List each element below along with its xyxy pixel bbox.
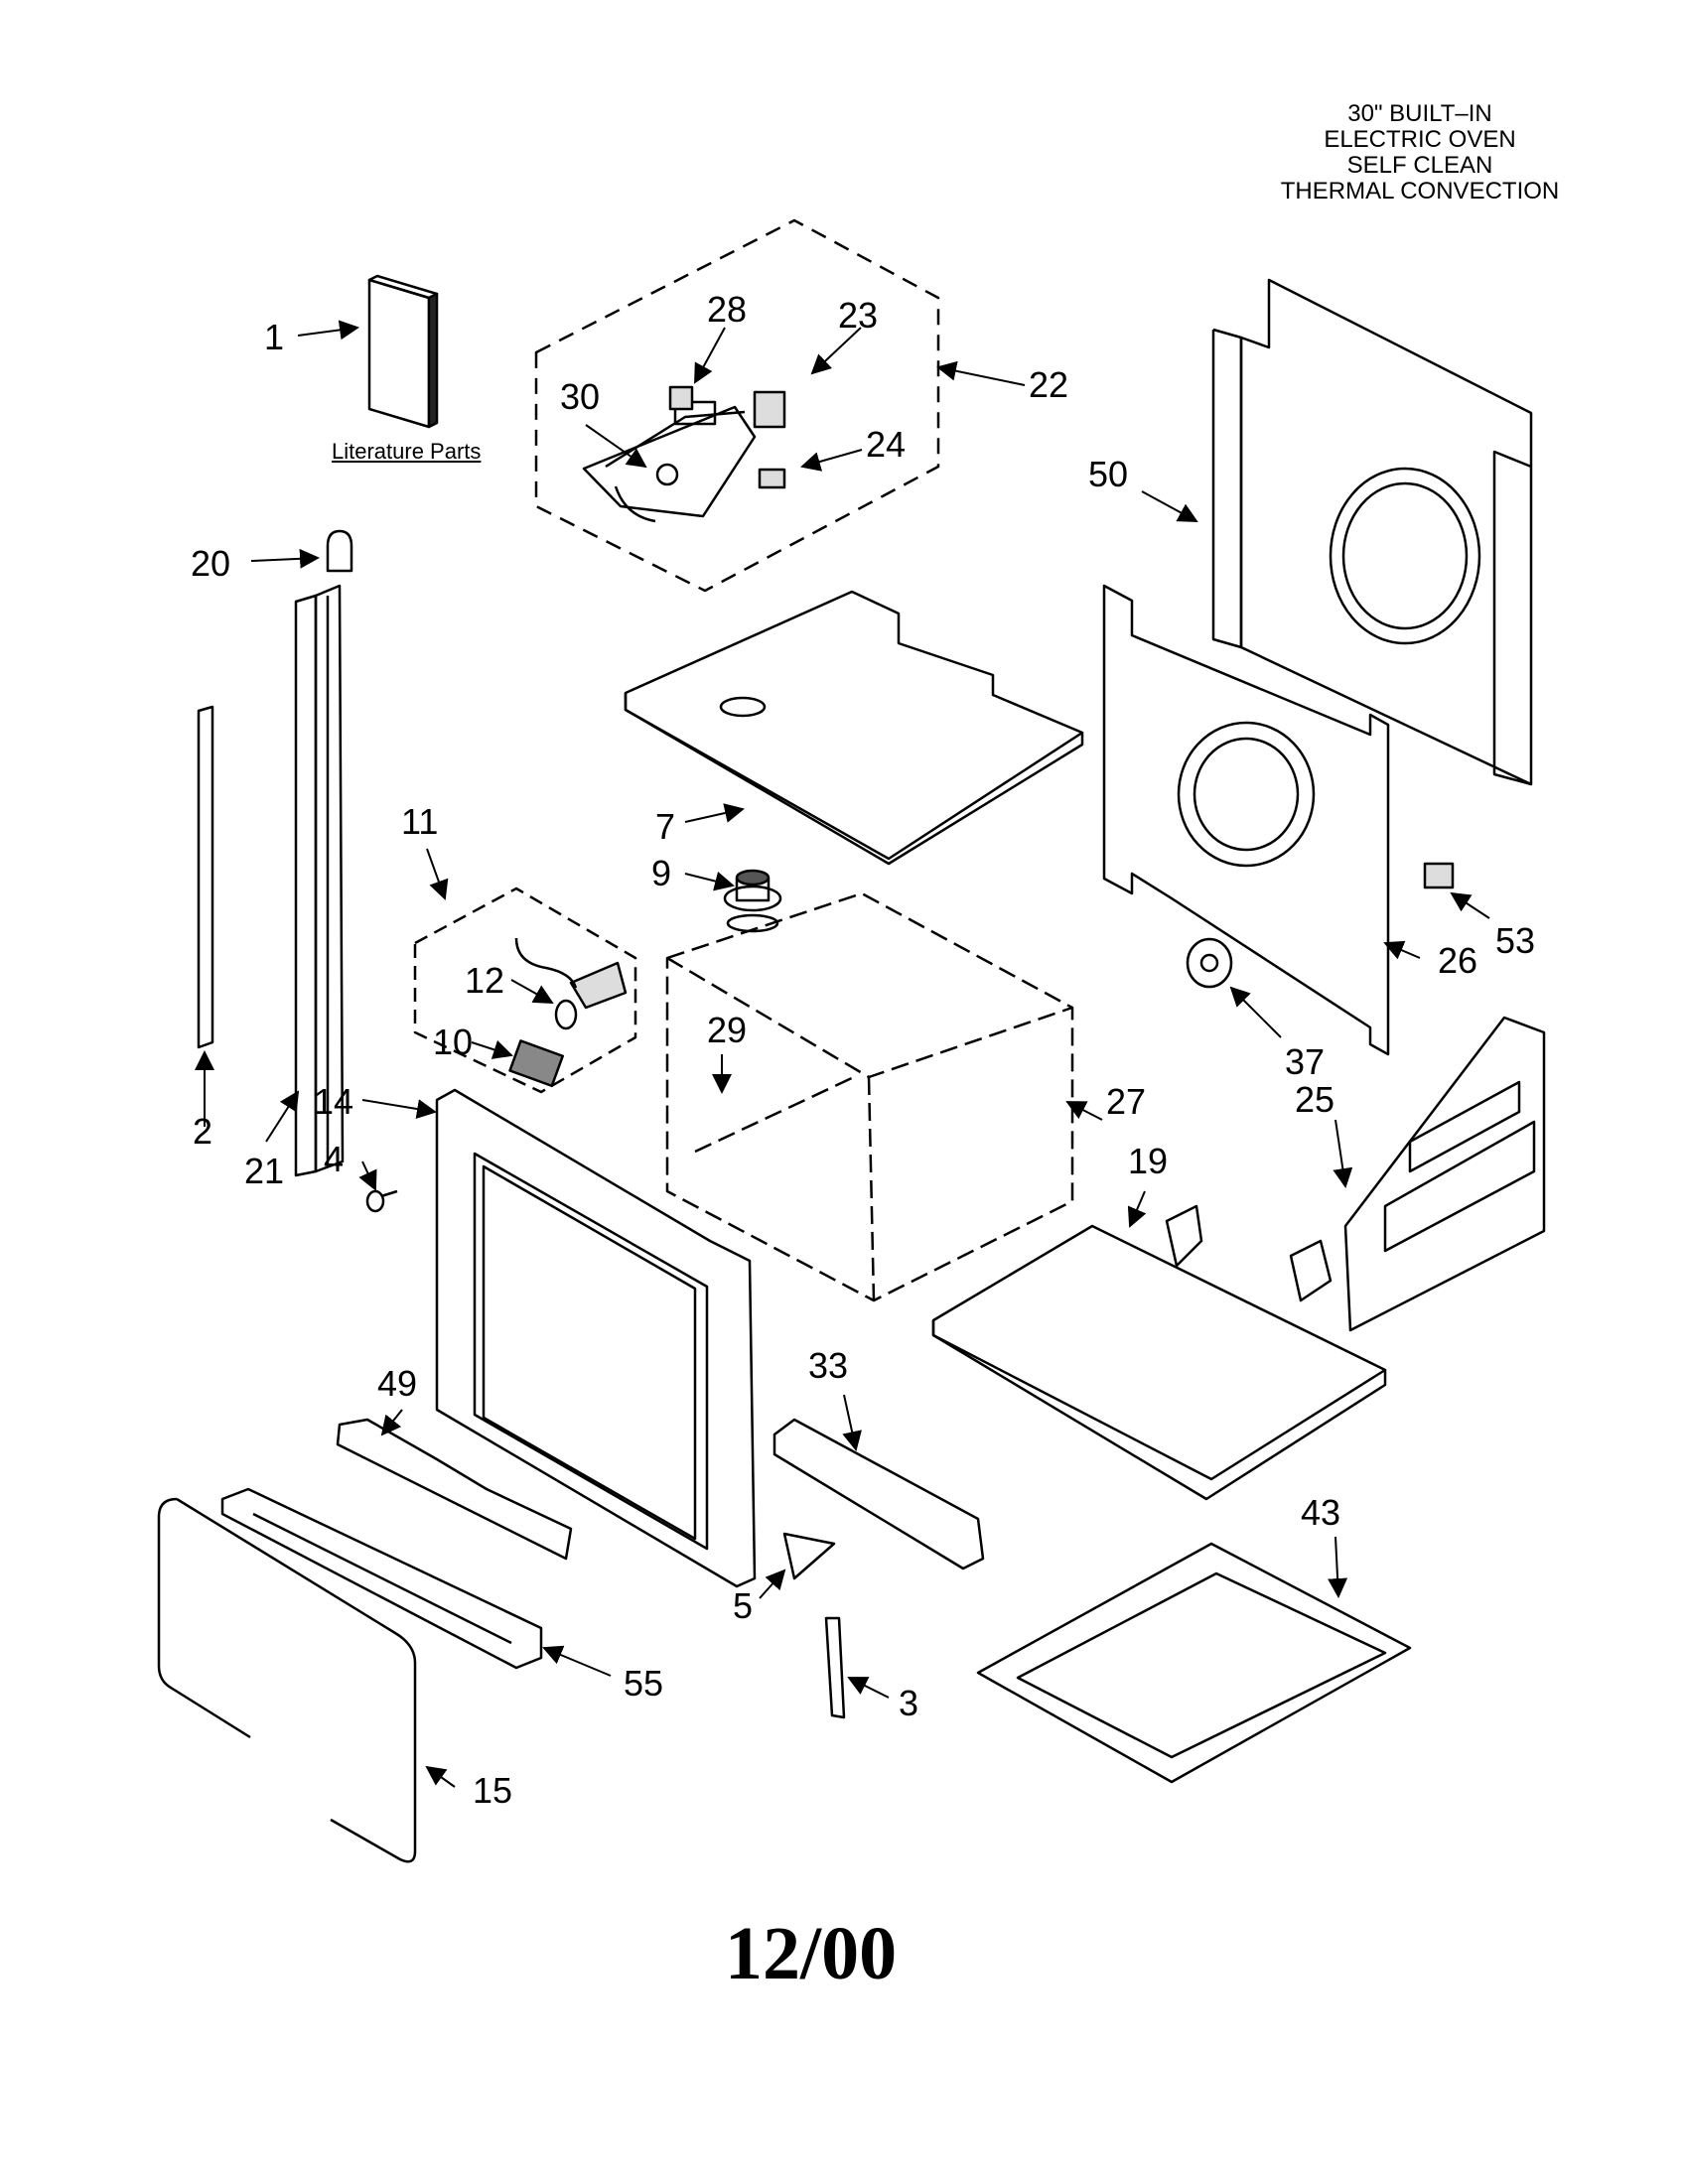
callout-4: 4 bbox=[324, 1139, 345, 1179]
callout-27: 27 bbox=[1106, 1081, 1147, 1122]
callout-12: 12 bbox=[465, 960, 505, 1001]
callout-7: 7 bbox=[655, 806, 676, 847]
callout-15: 15 bbox=[473, 1770, 513, 1811]
support-rail bbox=[772, 1418, 985, 1570]
convection-fan-motor bbox=[723, 869, 782, 933]
callout-10: 10 bbox=[433, 1022, 474, 1062]
callout-30: 30 bbox=[560, 376, 601, 417]
convection-rear-panel bbox=[1102, 584, 1390, 1056]
oven-side-panel bbox=[1343, 1016, 1546, 1332]
callout-21: 21 bbox=[244, 1151, 285, 1191]
callout-55: 55 bbox=[624, 1663, 664, 1704]
callout-5: 5 bbox=[733, 1585, 754, 1626]
callout-28: 28 bbox=[707, 289, 748, 330]
callout-37: 37 bbox=[1285, 1041, 1326, 1082]
convection-element-bracket bbox=[1186, 937, 1233, 989]
oven-top-panel bbox=[624, 590, 1084, 866]
callout-49: 49 bbox=[377, 1363, 418, 1404]
oven-light-assembly bbox=[413, 887, 637, 1094]
side-trim-rail bbox=[294, 584, 345, 1177]
title-line-4: THERMAL CONVECTION bbox=[1280, 178, 1560, 205]
callout-50: 50 bbox=[1088, 454, 1129, 494]
callout-19: 19 bbox=[1128, 1141, 1169, 1181]
vent-trim bbox=[197, 705, 214, 1049]
callout-20: 20 bbox=[191, 543, 231, 584]
corner-bracket bbox=[782, 1532, 836, 1580]
callout-1: 1 bbox=[264, 317, 285, 357]
title-line-1: 30" BUILT–IN bbox=[1347, 100, 1492, 127]
control-box-assembly bbox=[534, 218, 940, 593]
callout-53: 53 bbox=[1495, 920, 1536, 961]
callout-3: 3 bbox=[899, 1683, 919, 1723]
title-line-3: SELF CLEAN bbox=[1346, 152, 1493, 179]
callout-9: 9 bbox=[651, 853, 672, 893]
callout-11: 11 bbox=[401, 801, 439, 842]
mounting-bracket bbox=[824, 1616, 846, 1719]
title-line-2: ELECTRIC OVEN bbox=[1324, 126, 1516, 153]
trim-end-cap bbox=[326, 529, 353, 573]
door-gasket bbox=[157, 1497, 417, 1863]
revision-date: 12/00 bbox=[725, 1912, 898, 1995]
literature-booklet bbox=[367, 274, 439, 429]
callout-22: 22 bbox=[1029, 364, 1069, 405]
diagram-title: 30" BUILT–IN ELECTRIC OVEN SELF CLEAN TH… bbox=[1221, 101, 1618, 205]
callout-25: 25 bbox=[1295, 1079, 1335, 1120]
vent-grille bbox=[220, 1487, 543, 1670]
callout-43: 43 bbox=[1301, 1492, 1341, 1533]
callout-24: 24 bbox=[866, 424, 907, 465]
oven-bottom-panel bbox=[931, 1204, 1387, 1501]
rear-cover-panel bbox=[1211, 278, 1533, 786]
bottom-tray bbox=[976, 1542, 1412, 1784]
callout-29: 29 bbox=[707, 1010, 748, 1050]
oven-cavity-liner bbox=[665, 891, 1074, 1302]
mounting-screw bbox=[365, 1189, 398, 1213]
callout-26: 26 bbox=[1438, 940, 1478, 981]
leader-arrows bbox=[195, 320, 1490, 1788]
callout-33: 33 bbox=[808, 1345, 849, 1386]
callout-23: 23 bbox=[838, 295, 879, 336]
vent-duct bbox=[336, 1418, 573, 1561]
front-frame bbox=[435, 1088, 757, 1588]
callout-14: 14 bbox=[314, 1081, 354, 1122]
literature-parts-label: Literature Parts bbox=[332, 439, 482, 464]
door-switch bbox=[1423, 862, 1455, 889]
callout-2: 2 bbox=[193, 1111, 213, 1152]
